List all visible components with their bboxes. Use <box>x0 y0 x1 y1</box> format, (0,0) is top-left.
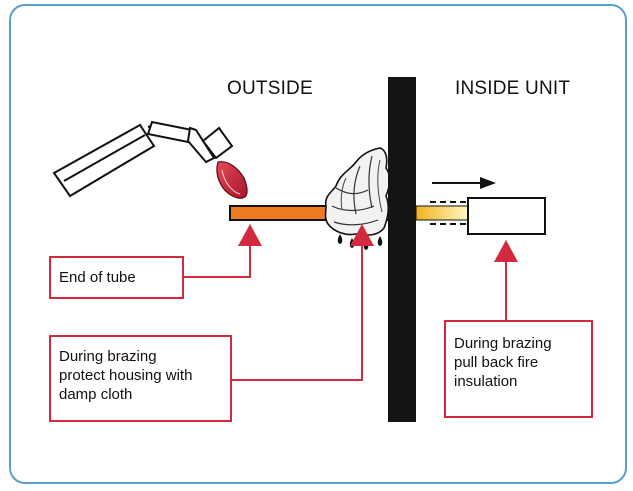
housing-wall <box>388 77 416 422</box>
fire-insulation <box>467 197 546 235</box>
torch-icon <box>52 120 234 198</box>
callout-end-of-tube <box>183 224 262 278</box>
arrow-right-icon <box>432 177 496 189</box>
label-line: During brazing <box>454 335 552 352</box>
flame-icon <box>216 161 248 199</box>
label-end-of-tube-text: End of tube <box>59 269 136 286</box>
heading-outside: OUTSIDE <box>227 78 313 99</box>
label-line: damp cloth <box>59 386 133 403</box>
label-line: pull back fire <box>454 354 539 371</box>
tube-inside <box>415 205 469 221</box>
callout-pull-back <box>494 240 518 320</box>
heading-inside-unit: INSIDE UNIT <box>455 78 571 99</box>
label-protect-housing: During brazing protect housing with damp… <box>49 335 232 422</box>
label-line: protect housing with <box>59 367 193 384</box>
label-end-of-tube: End of tube <box>49 256 184 299</box>
label-pull-back-insulation: During brazing pull back fire insulation <box>444 320 593 418</box>
damp-cloth-icon <box>324 147 391 250</box>
label-line: During brazing <box>59 348 157 365</box>
callout-protect-housing <box>231 224 374 381</box>
label-line: insulation <box>454 373 518 390</box>
